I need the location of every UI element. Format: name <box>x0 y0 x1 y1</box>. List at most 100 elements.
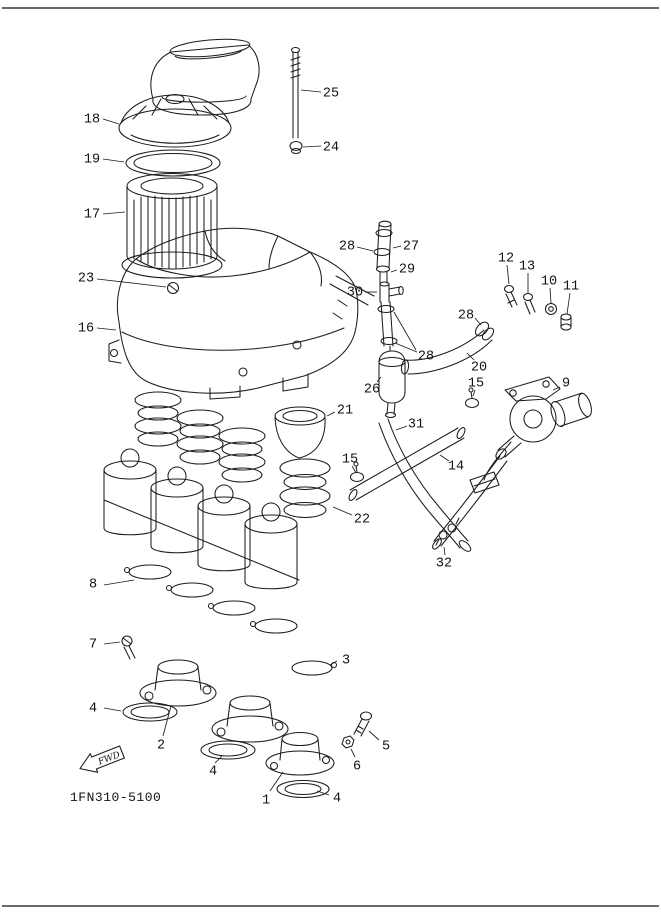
diagram-line-art <box>103 38 592 799</box>
part-code: 1FN310-5100 <box>70 790 161 805</box>
callout-15: 15 <box>342 453 358 468</box>
leader-line <box>351 465 357 474</box>
screw-7-drawing <box>121 635 136 660</box>
callout-29: 29 <box>399 263 415 278</box>
callout-28: 28 <box>418 350 434 365</box>
gasket-4c-drawing <box>276 779 330 799</box>
leader-line <box>549 287 552 304</box>
callout-27: 27 <box>403 240 419 255</box>
elbow-duct-drawing <box>274 406 326 459</box>
callout-15: 15 <box>468 377 484 392</box>
seal-ring-drawing <box>125 149 221 177</box>
leader-line <box>316 790 330 796</box>
leader-line <box>350 748 356 758</box>
fwd-arrow: FWD <box>79 745 125 773</box>
leader-line <box>472 389 476 397</box>
bolt-5-drawing <box>353 711 373 737</box>
callout-21: 21 <box>337 404 353 419</box>
leader-line <box>102 158 125 163</box>
callout-4: 4 <box>89 702 97 717</box>
leader-line <box>566 292 571 315</box>
leader-line <box>326 411 336 417</box>
joint-2-drawing <box>139 659 217 707</box>
air-cleaner-case-drawing <box>108 227 375 400</box>
leader-line <box>395 425 408 431</box>
callout-26: 26 <box>364 383 380 398</box>
leader-line <box>96 278 167 288</box>
leader-line <box>376 376 382 383</box>
callout-7: 7 <box>89 638 97 653</box>
leader-line <box>394 342 418 353</box>
callout-23: 23 <box>78 272 94 287</box>
callout-6: 6 <box>353 760 361 775</box>
fwd-arrow-outline <box>79 745 125 773</box>
callout-10: 10 <box>541 275 557 290</box>
callout-3: 3 <box>342 654 350 669</box>
gasket-4b-drawing <box>200 740 256 760</box>
leader-line <box>102 211 126 215</box>
leader-line <box>443 546 446 556</box>
bolt-25-drawing <box>290 46 301 139</box>
screw-23-drawing <box>166 281 180 295</box>
leader-line <box>356 246 374 252</box>
clamp-15-drawing <box>349 387 480 483</box>
duct-22-drawing <box>279 458 331 519</box>
callout-17: 17 <box>84 208 100 223</box>
filter-26-drawing <box>378 345 406 419</box>
callout-18: 18 <box>84 113 100 128</box>
valve-outlet-hose-drawing <box>432 455 508 550</box>
leader-line <box>103 641 121 645</box>
callout-28: 28 <box>339 240 355 255</box>
hose-14-drawing <box>348 427 466 501</box>
callout-4: 4 <box>209 765 217 780</box>
gasket-4a-drawing <box>122 702 178 722</box>
callout-14: 14 <box>448 460 464 475</box>
leader-line <box>552 386 561 391</box>
callout-20: 20 <box>471 361 487 376</box>
wire-clamp-32-drawing <box>435 517 460 546</box>
callout-25: 25 <box>323 87 339 102</box>
leader-line <box>390 269 398 273</box>
leader-line <box>466 352 475 361</box>
callout-24: 24 <box>323 141 339 156</box>
intake-duct-bellows-drawing <box>134 391 266 483</box>
callout-4: 4 <box>333 792 341 807</box>
pipe-20-drawing <box>400 321 495 375</box>
carburetor-bank-drawing <box>103 448 300 590</box>
leader-line <box>162 705 172 737</box>
callout-11: 11 <box>563 280 579 295</box>
leader-line <box>368 730 380 741</box>
callout-12: 12 <box>498 252 514 267</box>
callout-9: 9 <box>562 377 570 392</box>
callout-2: 2 <box>157 739 165 754</box>
callout-30: 30 <box>347 286 363 301</box>
joint-lower-drawing <box>265 731 335 776</box>
callout-19: 19 <box>84 153 100 168</box>
intake-snorkel-drawing <box>150 38 260 116</box>
nut-6-drawing <box>341 735 355 749</box>
clamp-3-drawing <box>291 660 338 676</box>
callout-8: 8 <box>89 578 97 593</box>
callout-28: 28 <box>458 309 474 324</box>
leader-line <box>300 89 322 93</box>
leader-line <box>392 245 402 249</box>
leader-line <box>269 771 284 792</box>
fwd-label: FWD <box>96 750 122 768</box>
leader-line <box>302 145 322 148</box>
air-valve-drawing <box>469 376 592 494</box>
leader-line <box>102 118 120 125</box>
callout-16: 16 <box>78 322 94 337</box>
leader-line <box>96 327 117 331</box>
leader-line <box>103 579 135 586</box>
clamp-row-drawing <box>123 564 298 634</box>
callout-31: 31 <box>408 418 424 433</box>
leader-line <box>329 660 338 666</box>
joint-1-drawing <box>211 695 289 743</box>
callout-32: 32 <box>436 557 452 572</box>
leader-line <box>506 264 510 285</box>
air-cleaner-cover-drawing <box>118 93 232 148</box>
callout-22: 22 <box>354 513 370 528</box>
